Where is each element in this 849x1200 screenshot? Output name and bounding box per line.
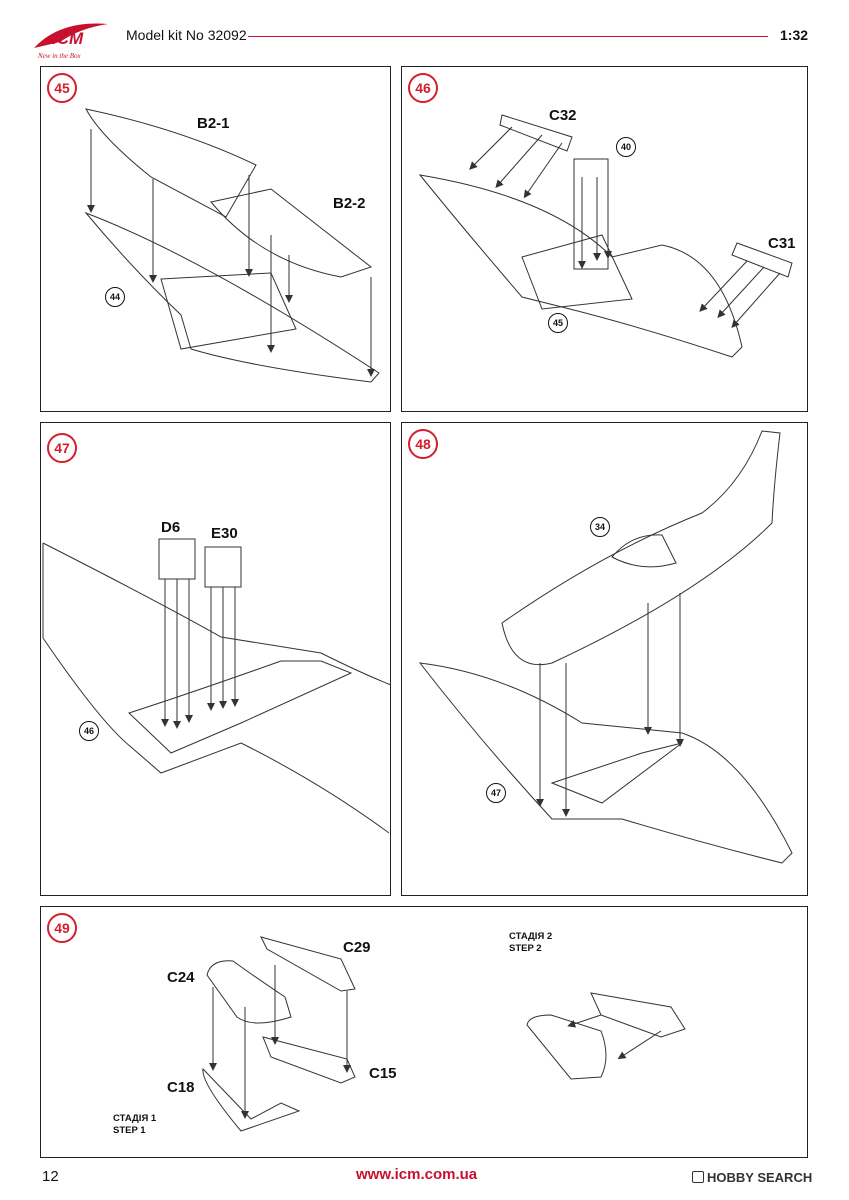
step-number-badge: 49	[47, 913, 77, 943]
step-49-panel: 49 C29 C24 C15 C18 СТАДІЯ 1 STEP 1 СТАДІ…	[40, 906, 808, 1158]
part-label: C15	[369, 1065, 397, 1082]
svg-text:ICM: ICM	[52, 29, 84, 48]
step-47-panel: 47 D6 E30 46	[40, 422, 392, 896]
icm-logo: ICM New in the Box	[34, 23, 108, 60]
svg-text:New in the Box: New in the Box	[37, 52, 81, 60]
step-49-illustration	[202, 936, 686, 1132]
step-reference-badge: 46	[79, 721, 99, 741]
step-45-illustration	[84, 108, 380, 383]
step-number-badge: 46	[408, 73, 438, 103]
part-label: C32	[549, 107, 577, 124]
page-header: ICM New in the Box Model kit No 32092 1:…	[0, 0, 849, 62]
watermark-icon	[692, 1171, 704, 1183]
step-number-badge: 48	[408, 429, 438, 459]
step-reference-badge: 45	[548, 313, 568, 333]
part-label: C18	[167, 1079, 195, 1096]
step-reference-badge: 40	[616, 137, 636, 157]
part-label: E30	[211, 525, 238, 542]
step-reference-badge: 34	[590, 517, 610, 537]
step-48-illustration	[418, 430, 793, 864]
step-number-badge: 47	[47, 433, 77, 463]
model-kit-number: Model kit No 32092	[126, 27, 247, 43]
step-48-panel: 48 34 47	[401, 422, 808, 896]
step-number-badge: 45	[47, 73, 77, 103]
part-label: B2-1	[197, 115, 230, 132]
step-45-panel: 45 B2-1 B2-2 44	[40, 66, 391, 412]
part-label: B2-2	[333, 195, 366, 212]
scale-label: 1:32	[780, 27, 809, 43]
watermark: HOBBY SEARCH	[692, 1170, 812, 1185]
step-46-panel: 46 C32 C31 40 45	[401, 66, 808, 412]
page-number: 12	[42, 1168, 59, 1185]
stage-2-label: СТАДІЯ 2 STEP 2	[509, 931, 553, 954]
header-rule	[248, 36, 768, 37]
stage-1-label: СТАДІЯ 1 STEP 1	[113, 1113, 157, 1136]
part-label: C31	[768, 235, 796, 252]
page-footer: 12 www.icm.com.ua HOBBY SEARCH	[0, 1160, 849, 1200]
step-reference-badge: 47	[486, 783, 506, 803]
step-47-illustration	[42, 538, 392, 834]
part-label: C29	[343, 939, 371, 956]
step-reference-badge: 44	[105, 287, 125, 307]
website-link[interactable]: www.icm.com.ua	[356, 1166, 478, 1183]
part-label: C24	[167, 969, 195, 986]
part-label: D6	[161, 519, 181, 536]
step-46-illustration	[418, 114, 793, 358]
